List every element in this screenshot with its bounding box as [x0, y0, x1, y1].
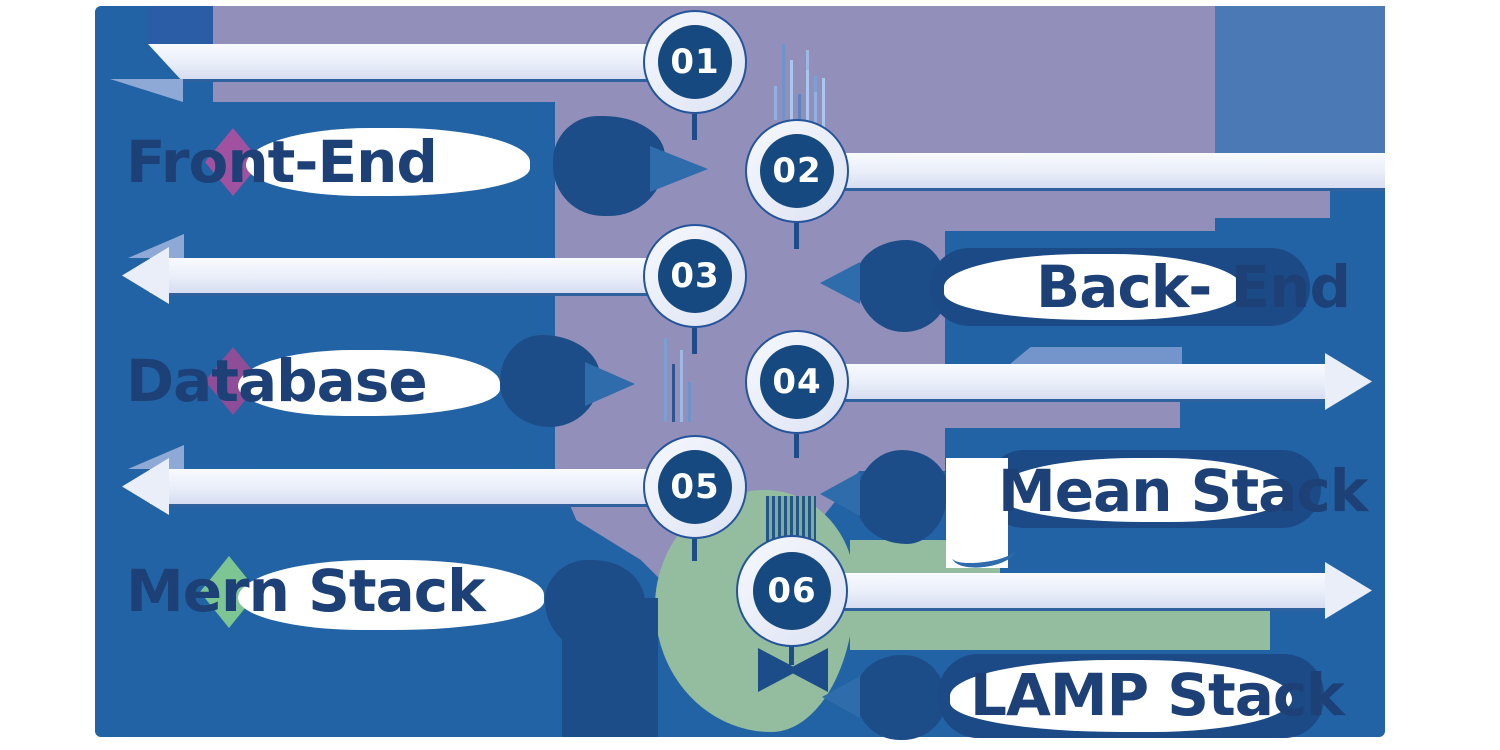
background-mauve-strip-right: [1215, 188, 1330, 218]
background-steel-sliver: [1010, 347, 1182, 364]
background-mauve-center: [555, 6, 1215, 231]
background-mauve-strip-mid: [860, 399, 1180, 428]
streak-lines-above-circle-06: [766, 496, 816, 546]
background-mauve-funnel: [555, 231, 945, 471]
background-green-strip: [850, 606, 1270, 650]
background-steel-block: [1215, 6, 1385, 155]
background-green-right: [850, 540, 1000, 608]
streak-lines-left-of-circle-04: [664, 338, 691, 422]
streak-lines-right-of-circle-01: [806, 70, 825, 142]
